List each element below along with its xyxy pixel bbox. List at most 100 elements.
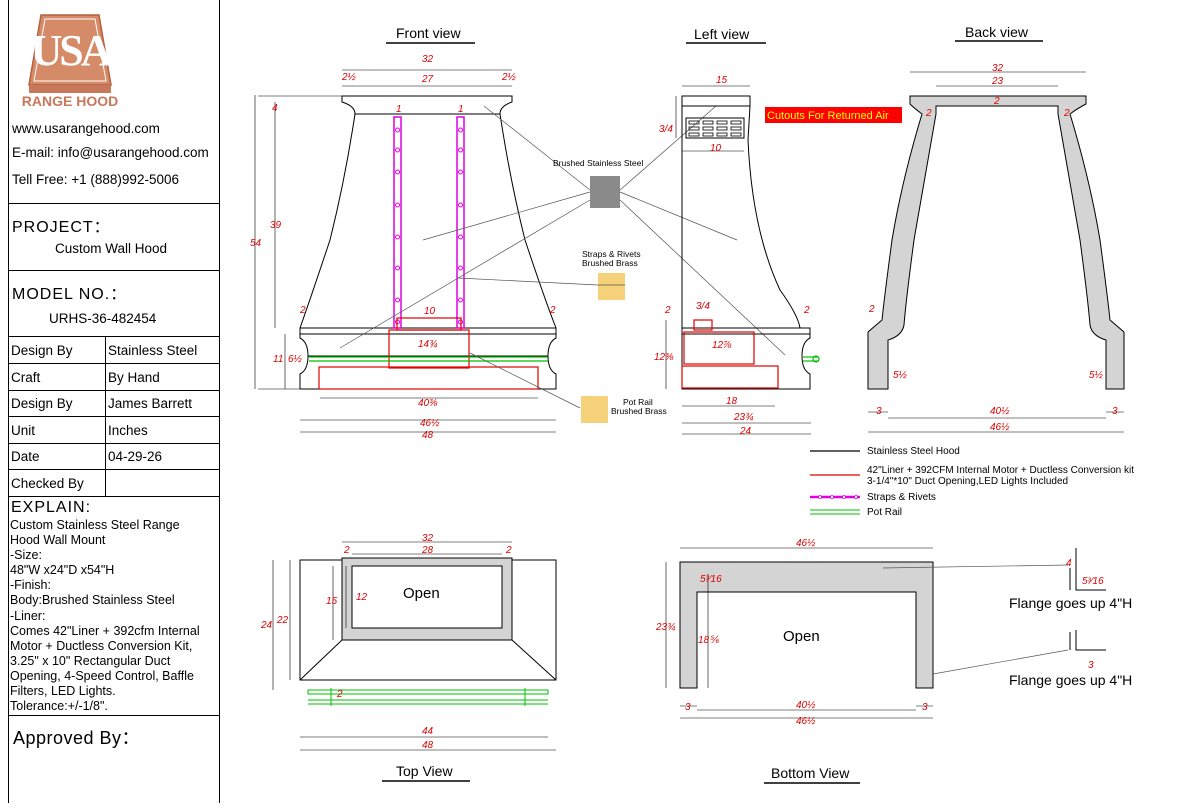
left-dims: 15 3/4 10 3/4 2 2 12⅜ 12⅞ 18 23¾ 24 <box>654 75 810 437</box>
dim-label: 40½ <box>796 700 816 711</box>
bottom-view <box>665 547 1106 719</box>
dim-label: 15 <box>326 596 338 607</box>
dim-label: 12⅞ <box>712 340 732 351</box>
dim-label: 2 <box>1063 108 1070 119</box>
model-label: MODEL NO.： <box>12 286 128 303</box>
phone-text: Tell Free: +1 (888)992-5006 <box>12 172 179 187</box>
flange-label-2: Flange goes up 4"H <box>1009 672 1132 688</box>
dim-label: 1 <box>458 104 464 115</box>
legend-label: Pot Rail <box>867 507 902 518</box>
legend-label: Stainless Steel Hood <box>867 446 960 457</box>
dim-label: 46½ <box>990 422 1010 433</box>
dim-label: 22 <box>276 615 289 626</box>
dim-label: 12⅜ <box>654 352 674 363</box>
left-view <box>665 85 820 435</box>
straps-label: Straps & Rivets <box>582 249 641 259</box>
front-view <box>254 69 599 433</box>
bottom-dims: 46½ 5³⁄16 23¾ 18⅚ 3 3 40½ 46½ 4 5³⁄16 3 <box>655 538 1104 727</box>
model-value: URHS-36-482454 <box>49 311 157 326</box>
back-dims: 32 23 2 2 2 2 5½ 5½ 3 3 40½ 46½ <box>868 63 1118 433</box>
dim-label: 2 <box>993 96 1000 107</box>
legend-label: 3-1/4"*10" Duct Opening,LED Lights Inclu… <box>867 476 1068 487</box>
dim-label: 3 <box>922 702 928 713</box>
dim-label: 54 <box>250 238 262 249</box>
dim-label: 4 <box>272 103 278 114</box>
dim-label: 32 <box>422 533 434 544</box>
dim-label: 15 <box>716 75 728 86</box>
dim-label: 3 <box>1112 406 1118 417</box>
bottom-open-label: Open <box>783 628 820 645</box>
spec-key: Date <box>11 449 40 464</box>
spec-key: Checked By <box>11 476 84 491</box>
dim-label: 44 <box>422 726 434 737</box>
dim-label: 1 <box>396 104 402 115</box>
spec-key: Unit <box>11 423 36 438</box>
dim-label: 32 <box>422 54 434 65</box>
potrail-label: Pot Rail <box>623 397 653 407</box>
dim-label: 2 <box>803 305 810 316</box>
dim-label: 46½ <box>420 418 440 429</box>
dim-label: 3 <box>1088 660 1094 671</box>
dim-label: 2 <box>336 689 343 700</box>
explain-body: Custom Stainless Steel Range Hood Wall M… <box>10 518 200 714</box>
top-view-title: Top View <box>396 763 453 779</box>
straps-label-2: Brushed Brass <box>582 258 638 268</box>
spec-row: Unit Inches <box>9 417 220 444</box>
dim-label: 3 <box>876 406 882 417</box>
dim-label: 2 <box>664 305 671 316</box>
spec-row: Design By Stainless Steel <box>9 337 220 364</box>
legend-label: Straps & Rivets <box>867 492 936 503</box>
dim-label: 5½ <box>1089 370 1104 381</box>
dim-label: 40½ <box>990 406 1010 417</box>
brass-swatch-2 <box>581 396 608 423</box>
website-text: www.usarangehood.com <box>12 121 160 136</box>
dim-label: 2 <box>868 304 875 315</box>
dim-label: 3/4 <box>659 124 673 135</box>
logo-subtext: RANGE HOOD <box>21 93 119 109</box>
email-text: E-mail: info@usarangehood.com <box>12 145 209 160</box>
dim-label: 2 <box>505 545 512 556</box>
spec-key: Design By <box>11 396 73 411</box>
spec-row: Design By James Barrett <box>9 390 220 417</box>
project-label: PROJECT： <box>12 219 111 236</box>
spec-value: Inches <box>108 423 148 438</box>
spec-value: Stainless Steel <box>108 343 198 358</box>
top-open-label: Open <box>403 585 440 602</box>
spec-value: James Barrett <box>108 396 193 411</box>
dim-label: 23¾ <box>655 622 675 633</box>
logo-graphic <box>11 5 129 115</box>
cutouts-badge <box>765 107 902 123</box>
project-value: Custom Wall Hood <box>55 241 168 256</box>
dim-label: 18⅚ <box>698 635 720 646</box>
spec-key: Design By <box>11 343 73 358</box>
drawing-canvas: Front view Left view Back view Top View … <box>250 24 1134 784</box>
dim-label: 2 <box>925 108 932 119</box>
flange-label-1: Flange goes up 4"H <box>1009 595 1132 611</box>
bottom-view-title: Bottom View <box>771 765 850 781</box>
dim-label: 28 <box>421 545 434 556</box>
dim-label: 18 <box>726 396 738 407</box>
dim-label: 27 <box>421 74 434 85</box>
dim-label: 4 <box>1066 558 1072 569</box>
dim-label: 10 <box>710 143 722 154</box>
dim-label: 2½ <box>501 72 517 83</box>
spec-value: 04-29-26 <box>108 449 163 464</box>
dim-label: 10 <box>424 306 436 317</box>
approved-label: Approved By： <box>13 728 141 748</box>
dim-label: 2 <box>343 545 350 556</box>
dim-label: 11 <box>273 354 283 365</box>
dim-label: 48 <box>422 430 434 441</box>
spec-key: Craft <box>11 370 41 385</box>
explain-label: EXPLAIN: <box>11 499 92 516</box>
dim-label: 5³⁄16 <box>700 574 722 585</box>
dim-label: 2 <box>549 305 556 316</box>
spec-row: Checked By <box>9 470 220 497</box>
legend: Stainless Steel Hood 42"Liner + 392CFM I… <box>810 446 1134 518</box>
dim-label: 5½ <box>893 370 908 381</box>
back-view-title: Back view <box>965 24 1029 40</box>
dim-label: 39 <box>270 220 282 231</box>
brushed-ss-label: Brushed Stainless Steel <box>553 158 643 168</box>
dim-label: 2 <box>299 305 306 316</box>
drawing-area: Front view Left view Back view Top View … <box>221 0 1188 803</box>
